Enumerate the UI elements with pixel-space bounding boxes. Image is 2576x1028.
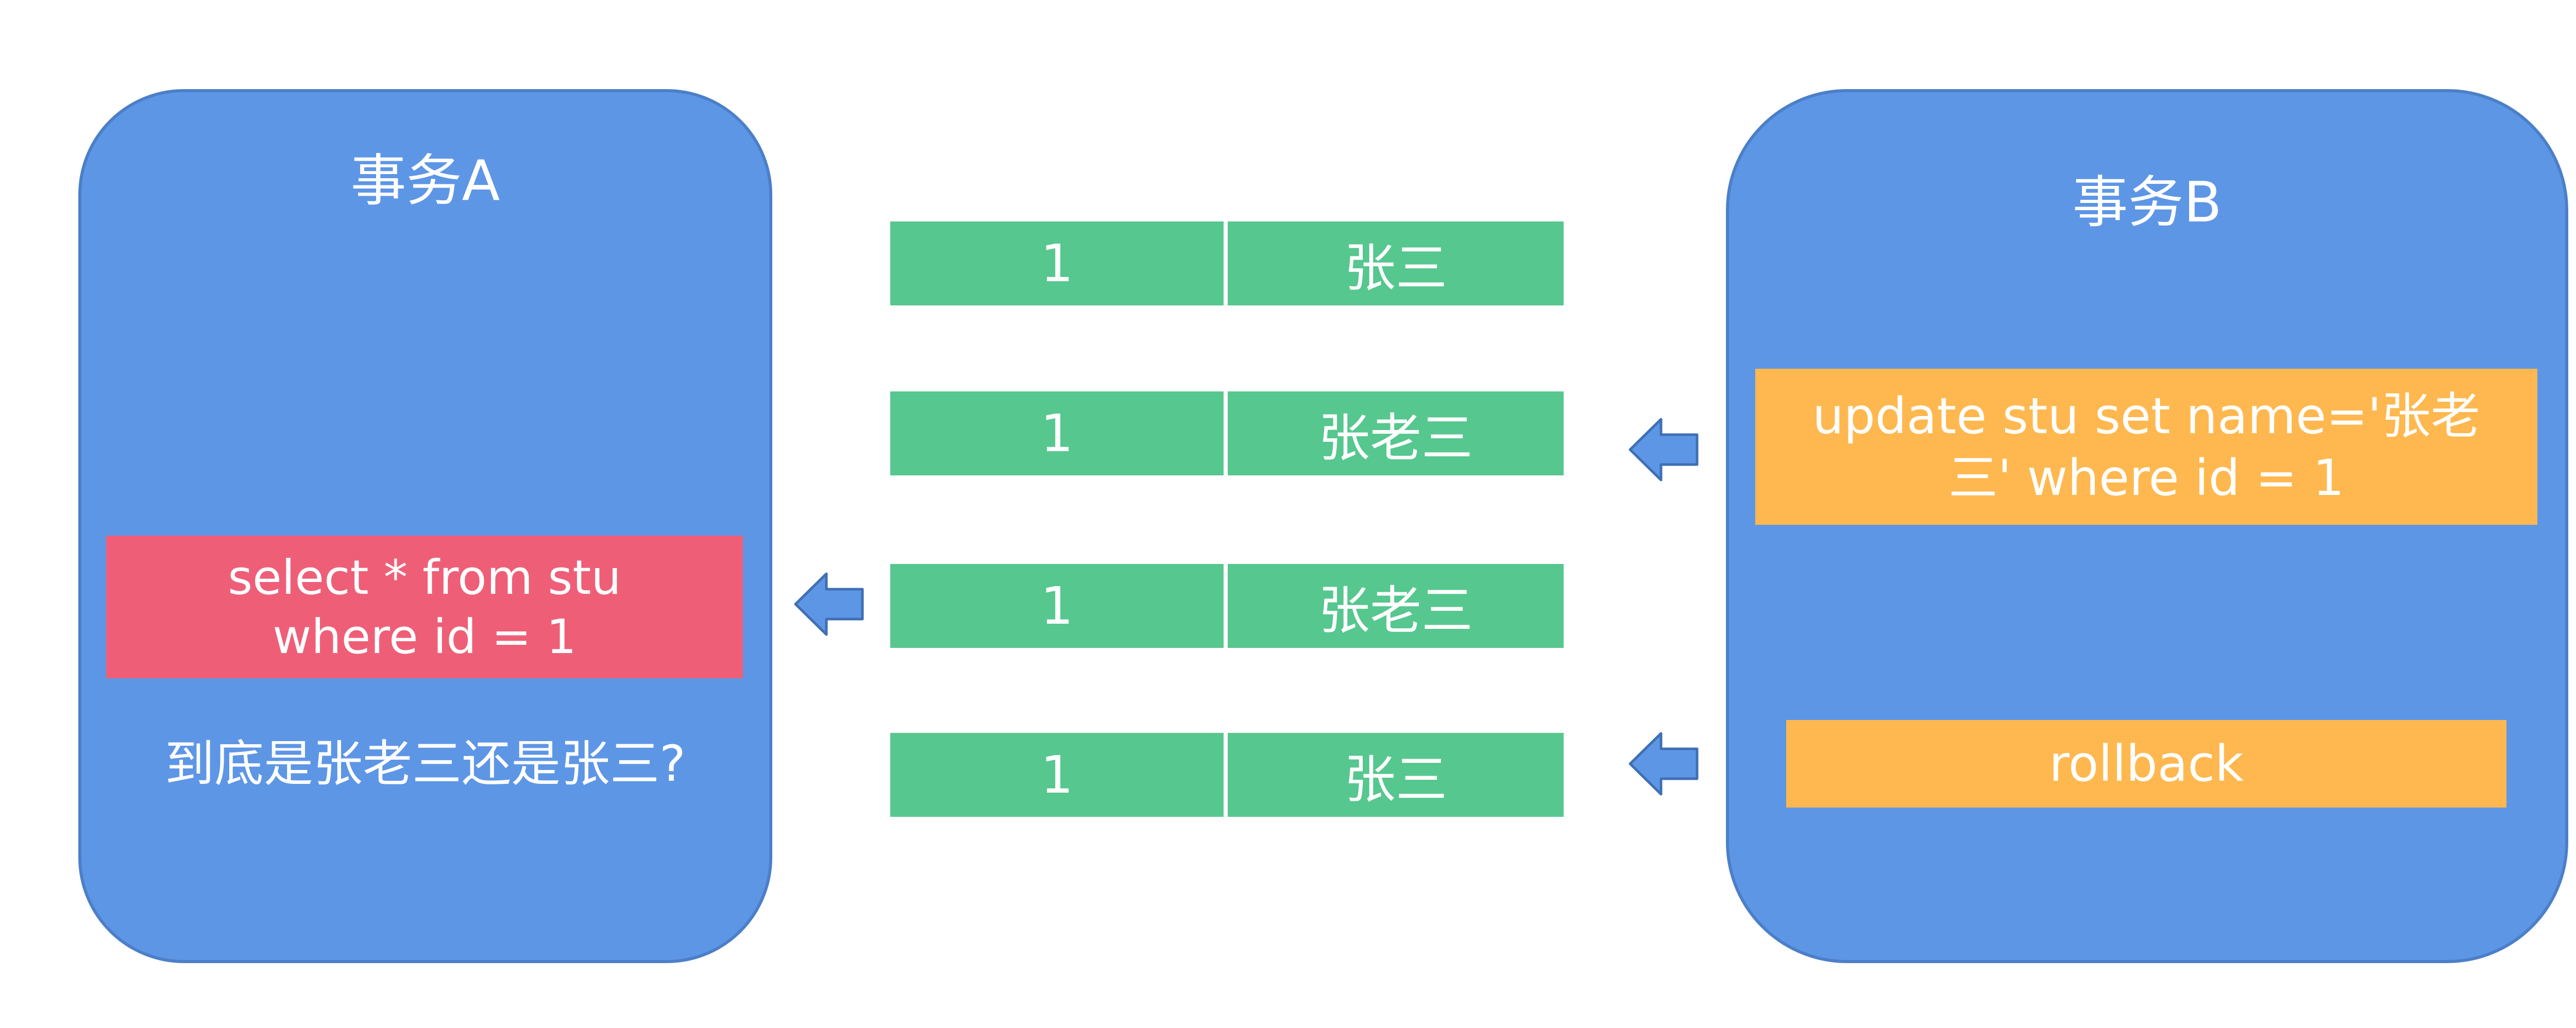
transaction-b-title: 事务B <box>2072 170 2222 235</box>
table-row: 1 张三 <box>890 221 1564 305</box>
table-row: 1 张老三 <box>890 564 1564 648</box>
select-query-box: select * from stu where id = 1 <box>106 536 743 678</box>
row-id-cell: 1 <box>890 221 1224 305</box>
row-name-cell: 张三 <box>1228 221 1564 305</box>
row-id-cell: 1 <box>890 391 1224 475</box>
table-row: 1 张三 <box>890 733 1564 817</box>
row-id-cell: 1 <box>890 564 1224 648</box>
row-name-cell: 张老三 <box>1228 391 1564 475</box>
left-arrow-icon <box>1629 732 1699 796</box>
query-line-1: select * from stu <box>228 550 621 605</box>
transaction-a-title: 事务A <box>350 149 500 213</box>
update-statement-box: update stu set name='张老 三' where id = 1 <box>1755 369 2537 525</box>
query-line-2: where id = 1 <box>273 609 577 664</box>
update-line-2: 三' where id = 1 <box>1948 449 2345 507</box>
row-name-cell: 张三 <box>1228 733 1564 817</box>
rollback-box: rollback <box>1786 720 2506 808</box>
left-arrow-icon <box>1629 418 1699 482</box>
table-row: 1 张老三 <box>890 391 1564 475</box>
dirty-read-question: 到底是张老三还是张三? <box>165 735 686 793</box>
transaction-b-panel: 事务B <box>1726 89 2568 963</box>
left-arrow-icon <box>794 572 864 636</box>
row-id-cell: 1 <box>890 733 1224 817</box>
row-name-cell: 张老三 <box>1228 564 1564 648</box>
transaction-a-panel: 事务A <box>78 89 772 963</box>
update-line-1: update stu set name='张老 <box>1812 387 2481 445</box>
